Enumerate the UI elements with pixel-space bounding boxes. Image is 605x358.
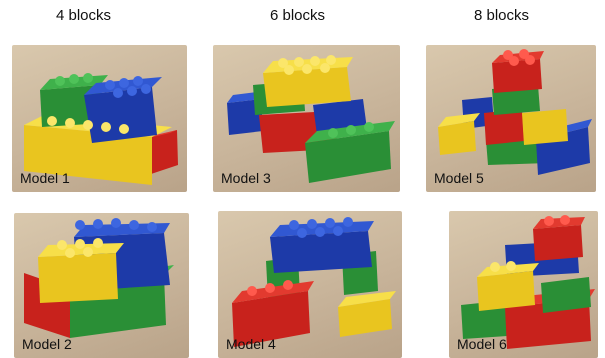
model-2-photo: Model 2	[14, 213, 189, 358]
column-heading-6-blocks: 6 blocks	[270, 7, 326, 24]
model-4-photo: Model 4	[218, 211, 402, 358]
model-1-photo: Model 1	[12, 45, 187, 192]
model-6-photo: Model 6	[449, 211, 598, 358]
column-heading-4-blocks: 4 blocks	[56, 7, 112, 24]
column-heading-8-blocks: 8 blocks	[474, 7, 530, 24]
model-2-caption: Model 2	[22, 336, 72, 352]
model-6-blocks	[461, 215, 595, 349]
model-4-caption: Model 4	[226, 336, 276, 352]
model-1-blocks	[24, 73, 178, 185]
model-5-blocks	[438, 49, 592, 175]
model-5-photo: Model 5	[426, 45, 596, 192]
model-1-caption: Model 1	[20, 170, 70, 186]
model-5-caption: Model 5	[434, 170, 484, 186]
model-6-caption: Model 6	[457, 336, 507, 352]
model-3-caption: Model 3	[221, 170, 271, 186]
model-2-blocks	[24, 218, 174, 338]
model-4-blocks	[232, 217, 396, 347]
model-3-blocks	[227, 55, 395, 183]
model-3-photo: Model 3	[213, 45, 400, 192]
